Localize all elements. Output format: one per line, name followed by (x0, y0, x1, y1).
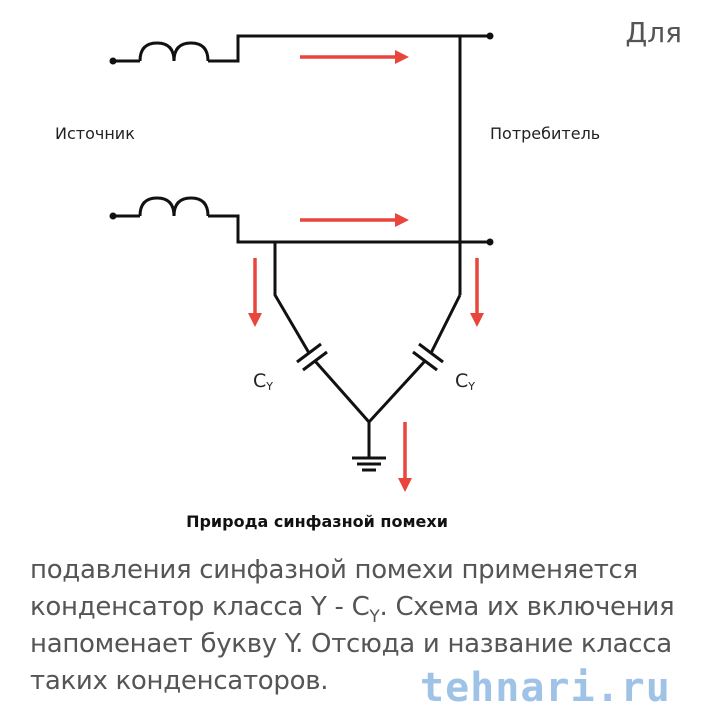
lead-word: Для (625, 16, 682, 49)
current-arrows (248, 50, 484, 492)
consumer-label: Потребитель (490, 124, 600, 143)
circuit-wires (113, 34, 490, 472)
capacitor-right-plate (418, 342, 444, 364)
inductor-top (138, 41, 210, 62)
capacitor-label-right: CY (455, 370, 475, 393)
terminals (109, 32, 494, 246)
inductor-bottom (138, 196, 210, 217)
paragraph-line: напоменает букву Y. Отсюда и название кл… (30, 629, 672, 659)
paragraph-text: . Схема их включения (379, 592, 675, 622)
diagram-caption: Природа синфазной помехи (186, 512, 448, 531)
paragraph-text: конденсатор класса Y - C (30, 592, 370, 622)
paragraph-line: таких конденсаторов. (30, 666, 329, 696)
capacitor-left-plate (296, 342, 322, 364)
paragraph-line: подавления синфазной помехи применяется (30, 555, 638, 585)
source-label: Источник (55, 124, 135, 143)
paragraph-line: конденсатор класса Y - CY. Схема их вклю… (30, 589, 675, 627)
body-paragraph: подавления синфазной помехи применяется … (30, 552, 675, 700)
capacitor-right-plate (412, 350, 438, 372)
capacitor-left-plate (302, 350, 328, 372)
subscript: Y (369, 607, 380, 627)
capacitor-label-left: CY (253, 370, 273, 393)
common-mode-noise-diagram: Источник Потребитель CY CY Природа синфа… (55, 32, 600, 531)
watermark-logo: tehnari.ru (420, 665, 671, 711)
